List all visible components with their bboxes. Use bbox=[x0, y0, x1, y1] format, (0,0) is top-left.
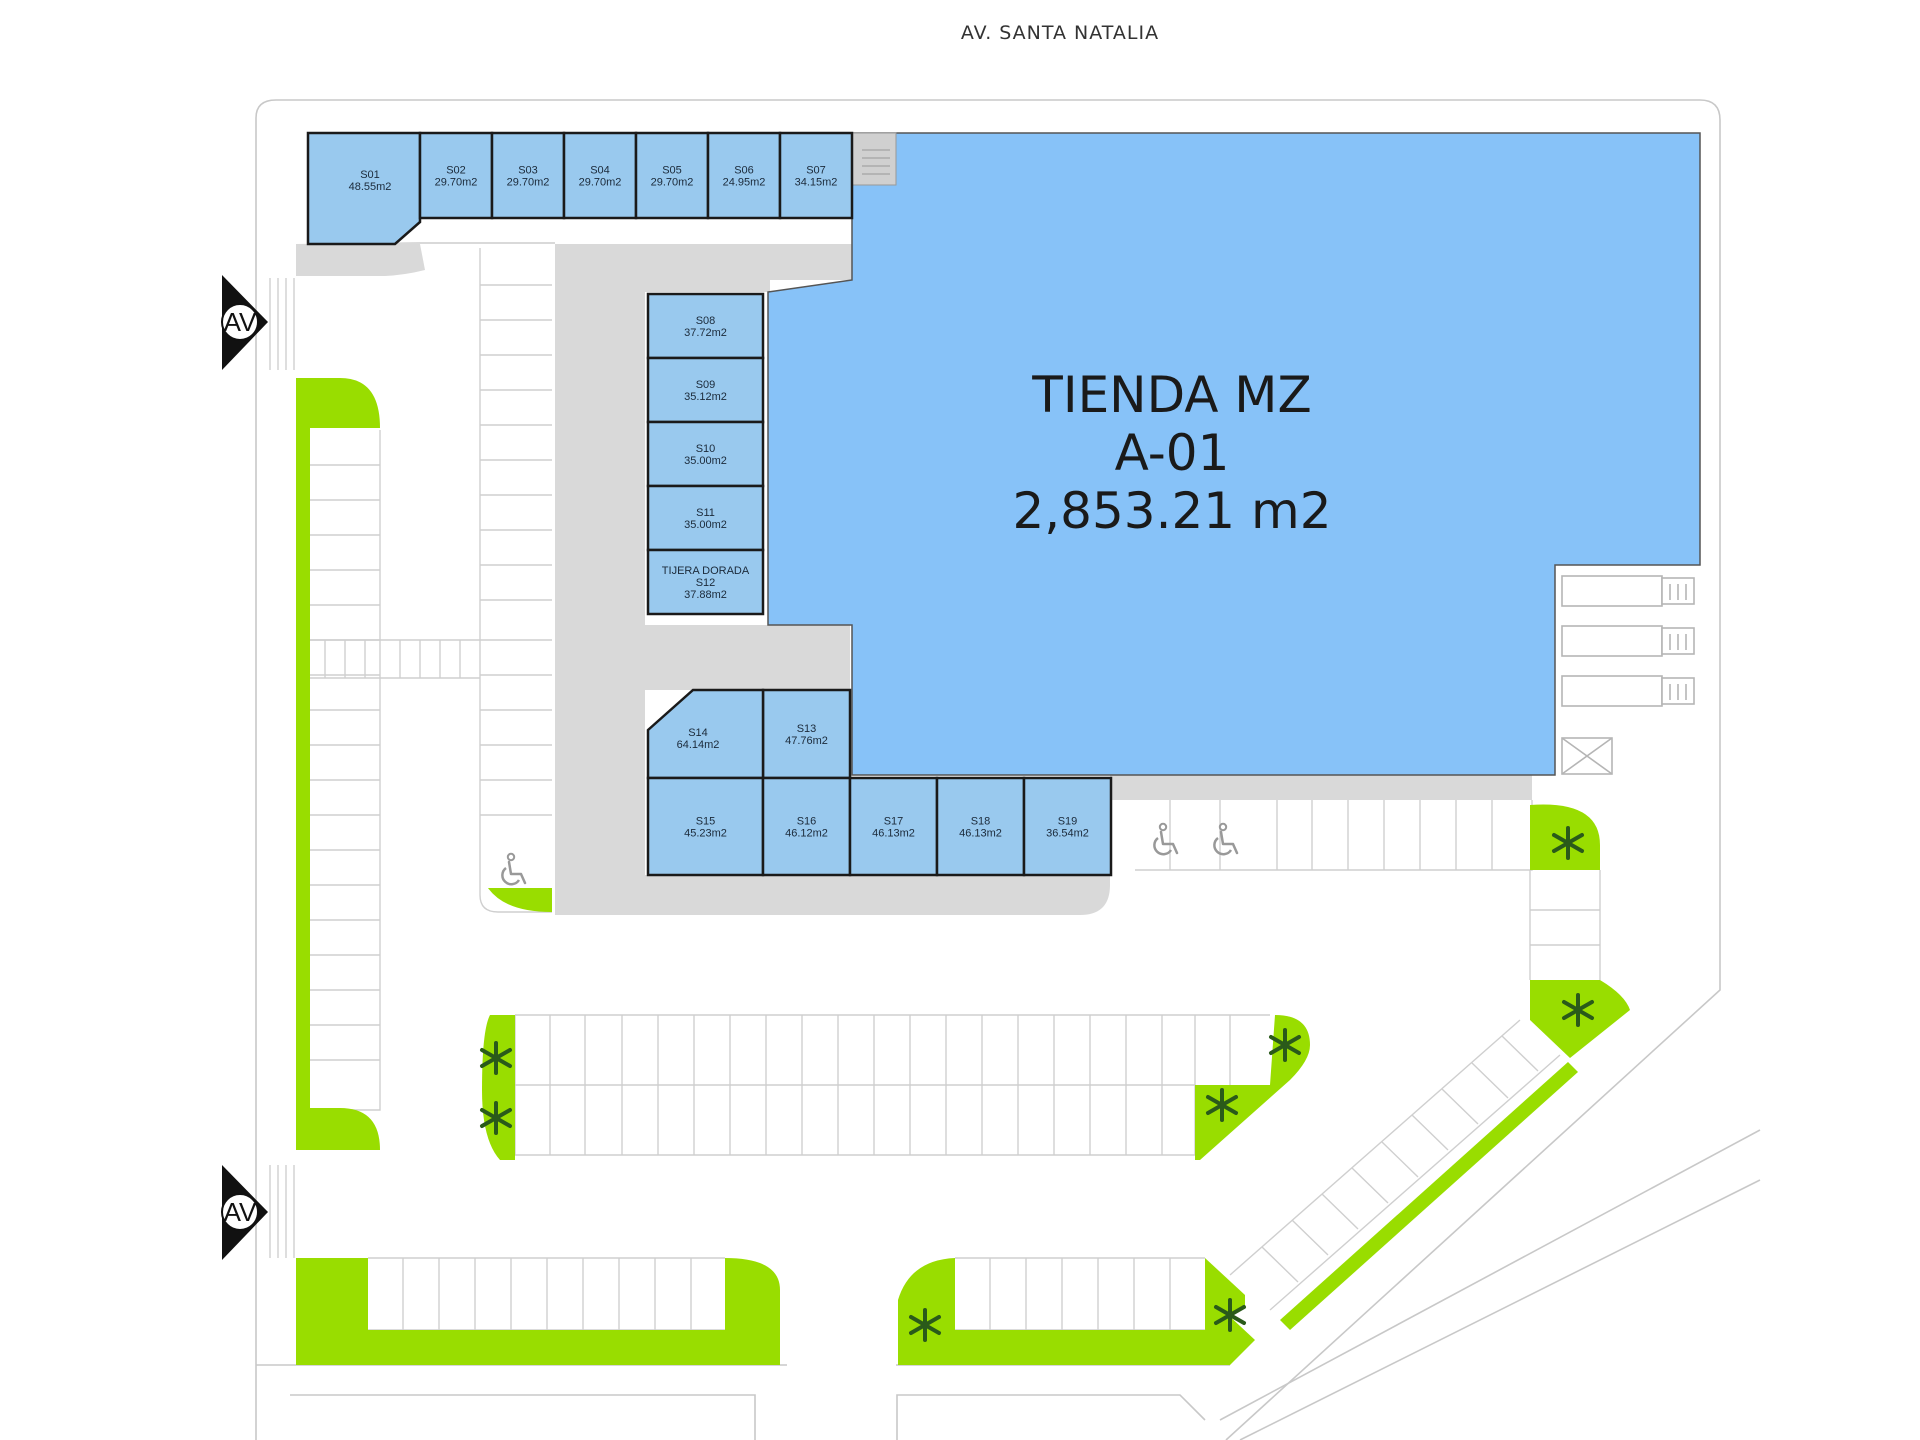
store-area: 37.72m2 bbox=[684, 327, 727, 339]
entrance-arrow-icon bbox=[221, 1165, 268, 1260]
store-area: 46.12m2 bbox=[785, 828, 828, 840]
store-id: S08 bbox=[696, 315, 716, 327]
truck-icon bbox=[1561, 575, 1695, 775]
store-area: 46.13m2 bbox=[959, 828, 1002, 840]
street-name: AV. SANTA NATALIA bbox=[960, 22, 1160, 44]
store-area: 34.15m2 bbox=[795, 177, 838, 189]
green-area bbox=[296, 378, 1630, 1365]
store-id: S02 bbox=[446, 165, 466, 177]
store-id: S09 bbox=[696, 379, 716, 391]
store-shape[interactable] bbox=[646, 688, 765, 780]
store-shape[interactable] bbox=[848, 776, 939, 877]
entrance-label-bottom: AV bbox=[224, 1197, 257, 1227]
store-area: 29.70m2 bbox=[435, 177, 478, 189]
store-id: S16 bbox=[797, 816, 817, 828]
store-area: 29.70m2 bbox=[651, 177, 694, 189]
store-shape[interactable] bbox=[935, 776, 1026, 877]
store-id: S18 bbox=[971, 816, 991, 828]
anchor-area: 2,853.21 m2 bbox=[1012, 482, 1331, 540]
store-id: S13 bbox=[797, 723, 817, 735]
store-area: 48.55m2 bbox=[349, 181, 392, 193]
store-id: S11 bbox=[696, 507, 715, 519]
store-id: S04 bbox=[590, 165, 610, 177]
store-name: TIJERA DORADA bbox=[662, 565, 750, 577]
store-shape[interactable] bbox=[646, 356, 765, 424]
store-area: 35.12m2 bbox=[684, 391, 727, 403]
entrance-label-top: AV bbox=[224, 307, 257, 337]
store-area: 64.14m2 bbox=[677, 739, 720, 751]
store-shape[interactable] bbox=[706, 131, 782, 220]
anchor-name: TIENDA MZ bbox=[1031, 366, 1311, 424]
store-id: S07 bbox=[806, 165, 826, 177]
store-area: 24.95m2 bbox=[723, 177, 766, 189]
pedestrian-walkway bbox=[296, 242, 1532, 915]
store-shape[interactable] bbox=[306, 131, 422, 246]
store-shape[interactable] bbox=[1022, 776, 1113, 877]
store-id: S12 bbox=[696, 577, 716, 589]
store-area: 37.88m2 bbox=[684, 589, 727, 601]
store-id: S17 bbox=[884, 816, 904, 828]
store-id: S01 bbox=[360, 169, 380, 181]
store-units: S0148.55m2S0229.70m2S0329.70m2S0429.70m2… bbox=[306, 131, 1113, 877]
store-area: 47.76m2 bbox=[785, 735, 828, 747]
store-area: 46.13m2 bbox=[872, 828, 915, 840]
store-id: S06 bbox=[734, 165, 754, 177]
store-area: 29.70m2 bbox=[579, 177, 622, 189]
store-area: 45.23m2 bbox=[684, 828, 727, 840]
store-area: 29.70m2 bbox=[507, 177, 550, 189]
store-shape[interactable] bbox=[646, 548, 765, 616]
store-id: S10 bbox=[696, 443, 716, 455]
store-shape[interactable] bbox=[761, 776, 852, 877]
store-id: S15 bbox=[696, 816, 716, 828]
store-id: S03 bbox=[518, 165, 538, 177]
store-area: 35.00m2 bbox=[684, 519, 727, 531]
store-area: 35.00m2 bbox=[684, 455, 727, 467]
store-id: S05 bbox=[662, 165, 682, 177]
anchor-store-a01[interactable] bbox=[767, 132, 1701, 776]
anchor-code: A-01 bbox=[1115, 424, 1230, 482]
store-id: S19 bbox=[1058, 816, 1078, 828]
store-shape[interactable] bbox=[778, 131, 854, 220]
store-area: 36.54m2 bbox=[1046, 828, 1089, 840]
entrance-arrow-icon bbox=[221, 275, 268, 370]
store-id: S14 bbox=[688, 727, 708, 739]
